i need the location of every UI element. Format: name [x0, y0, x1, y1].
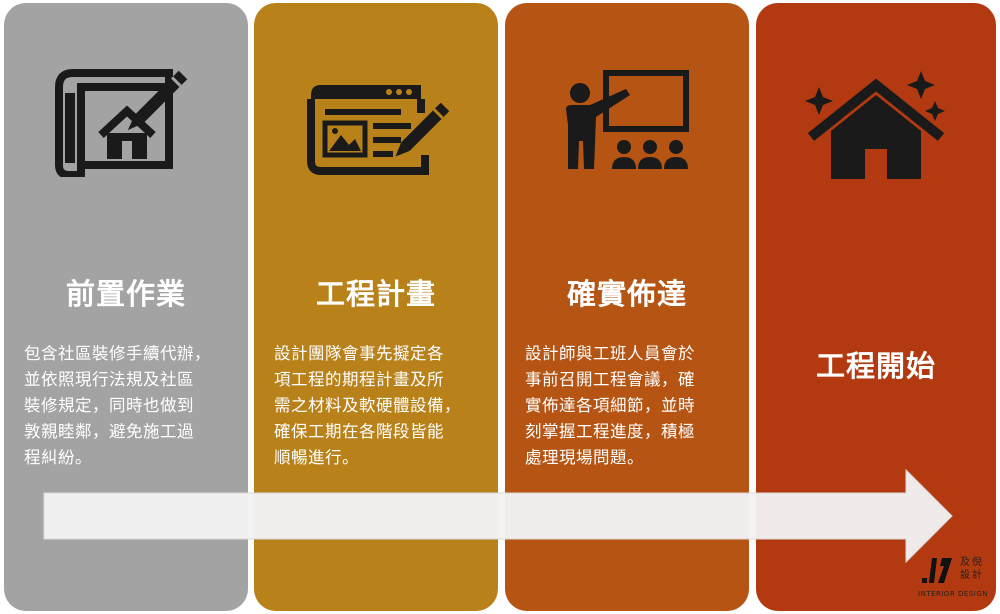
logo-cn-line: 設計: [960, 570, 984, 581]
step-title: 工程計畫: [315, 277, 436, 311]
step-title: 工程開始: [815, 349, 936, 383]
step-card-start: 工程開始: [756, 3, 996, 611]
description-line: 事前召開工程會議，確: [525, 370, 695, 389]
description-line: 刻掌握工程進度，積極: [525, 422, 695, 441]
description-line: 處理現場問題。: [525, 448, 644, 467]
logo-chinese-name: 及倪 設計: [960, 556, 990, 582]
sparkling-house-icon: [801, 65, 951, 183]
company-logo: 及倪 設計 INTERIOR DESIGN: [918, 556, 994, 602]
description-line: 設計師與工班人員會於: [525, 344, 695, 363]
description-line: 程糾紛。: [24, 448, 92, 467]
description-line: 確保工期在各階段皆能: [274, 422, 444, 441]
logo-cn-line: 及倪: [960, 557, 984, 568]
step-title: 確實佈達: [566, 277, 687, 311]
description-line: 順暢進行。: [274, 448, 359, 467]
blueprint-house-pencil-icon: [51, 65, 201, 177]
description-line: 需之材料及軟硬體設備，: [274, 396, 461, 415]
logo-mark: [922, 558, 952, 583]
logo-english-name: INTERIOR DESIGN: [918, 590, 989, 598]
step-card-briefing: 確實佈達 設計師與工班人員會於 事前召開工程會議，確 實佈達各項細節，並時 刻掌…: [505, 3, 749, 611]
step-title: 前置作業: [65, 277, 186, 311]
description-line: 包含社區裝修手續代辦，: [24, 344, 211, 363]
presenter-audience-icon: [552, 65, 702, 177]
step-card-plan: 工程計畫 設計團隊會事先擬定各 項工程的期程計畫及所 需之材料及軟硬體設備， 確…: [254, 3, 498, 611]
step-card-prep: 前置作業 包含社區裝修手續代辦， 並依照現行法規及社區 裝修規定，同時也做到 敦…: [4, 3, 248, 611]
step-description: 包含社區裝修手續代辦， 並依照現行法規及社區 裝修規定，同時也做到 敦親睦鄰，避…: [24, 341, 226, 471]
description-line: 裝修規定，同時也做到: [24, 396, 194, 415]
description-line: 設計團隊會事先擬定各: [274, 344, 444, 363]
description-line: 項工程的期程計畫及所: [274, 370, 444, 389]
step-description: 設計師與工班人員會於 事前召開工程會議，確 實佈達各項細節，並時 刻掌握工程進度…: [525, 341, 727, 471]
description-line: 敦親睦鄰，避免施工過: [24, 422, 194, 441]
step-description: 設計團隊會事先擬定各 項工程的期程計畫及所 需之材料及軟硬體設備， 確保工期在各…: [274, 341, 476, 471]
web-plan-pencil-icon: [301, 65, 451, 177]
description-line: 並依照現行法規及社區: [24, 370, 194, 389]
description-line: 實佈達各項細節，並時: [525, 396, 695, 415]
